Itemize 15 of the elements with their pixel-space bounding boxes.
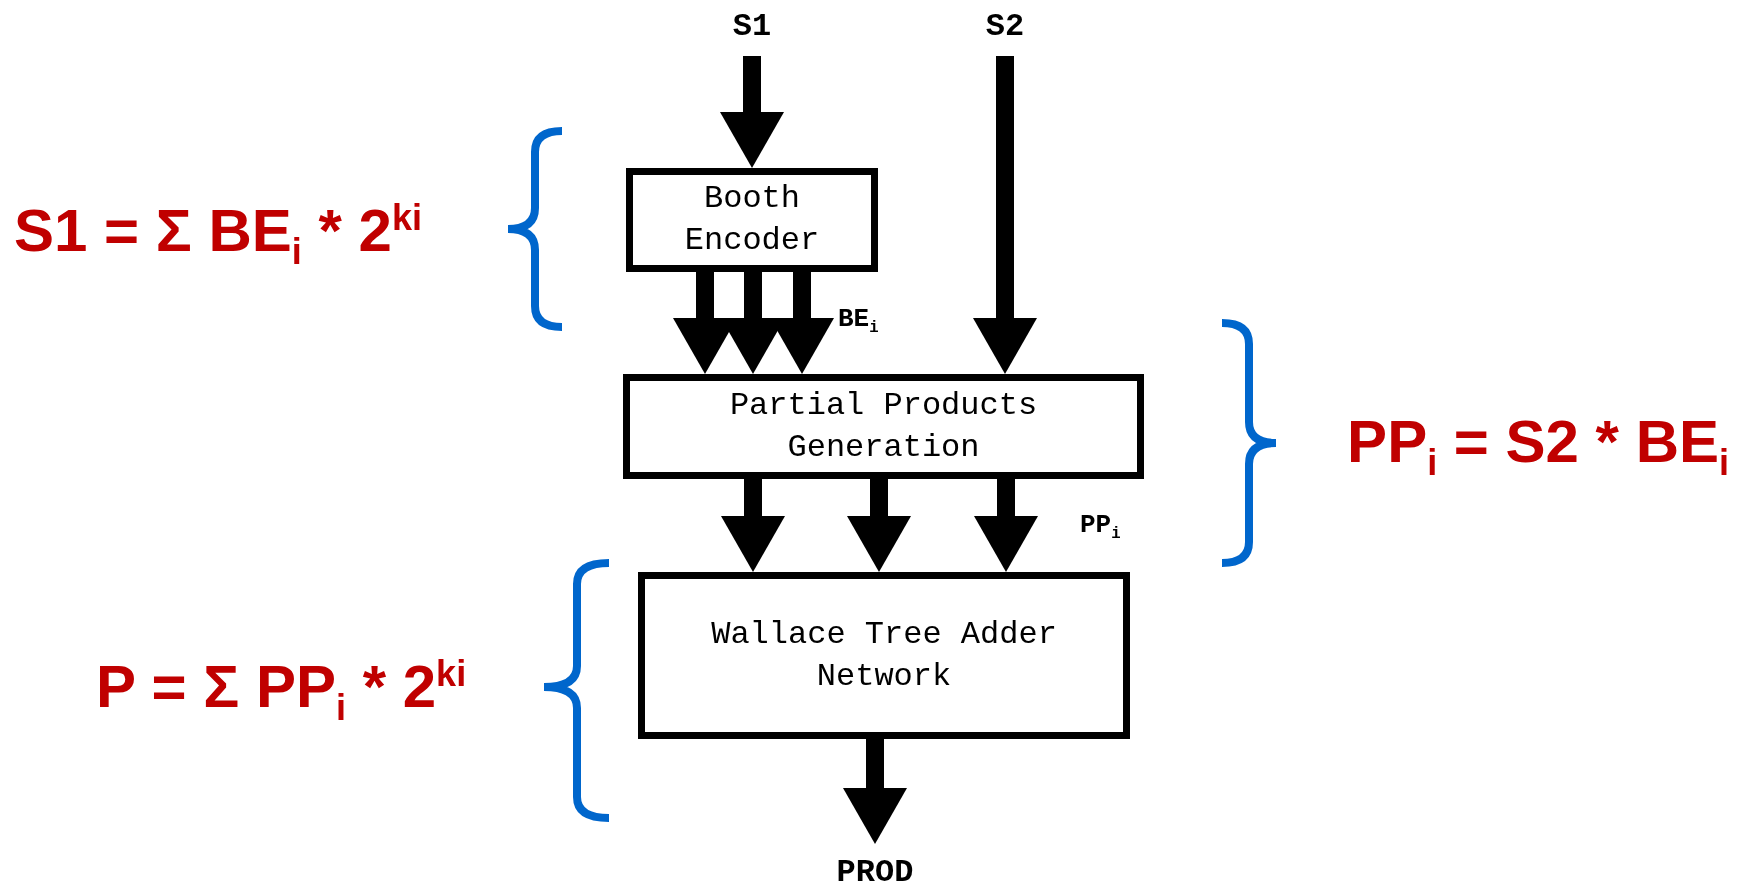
formula: P = Σ PP$_{i}$ * 2$^{ki}$ [96,656,467,726]
formula: S1 = Σ BE$_{i}$ * 2$^{ki}$ [14,200,422,270]
signal-label: S1 [712,4,792,48]
process-box: Partial Products Generation [623,374,1144,479]
arrow [847,479,911,572]
signal-label: S2 [965,4,1045,48]
arrow [974,479,1038,572]
formula: PP$_{i}$ = S2 * BE$_{i}$ [1347,412,1729,481]
arrow [843,739,907,844]
signal-label: PROD [820,852,930,888]
process-box: Booth Encoder [626,168,878,272]
arrow [721,479,785,572]
arrow [973,56,1037,374]
arrow [720,56,784,168]
process-box: Wallace Tree Adder Network [638,572,1130,739]
